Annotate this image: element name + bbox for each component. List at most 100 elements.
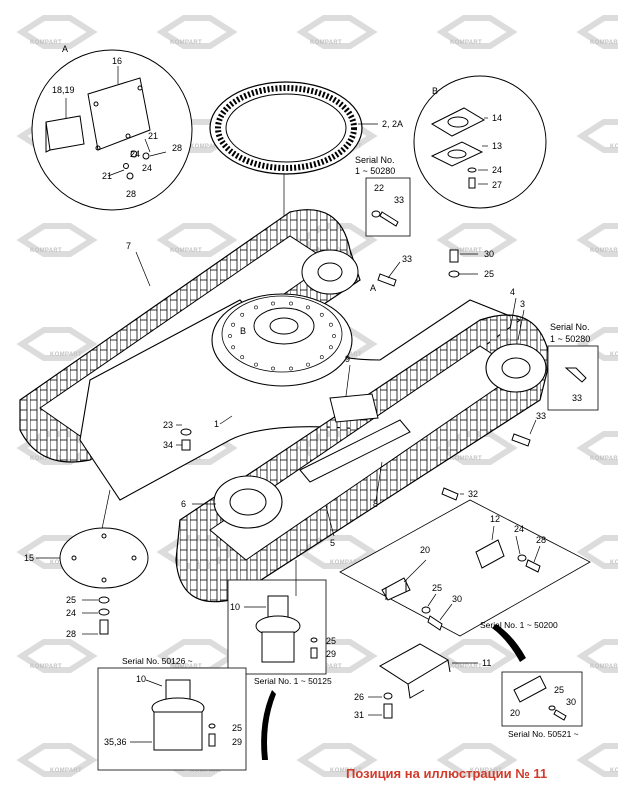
watermark-text: KOMPART bbox=[30, 664, 62, 670]
callout-26: 26 bbox=[354, 692, 364, 702]
watermark-text: KOMPART bbox=[170, 40, 202, 46]
callout-30-c: 30 bbox=[566, 697, 576, 707]
turntable-bolt-hole bbox=[328, 345, 333, 350]
turntable-bolt-hole bbox=[240, 312, 245, 317]
turntable-bolt-hole bbox=[254, 305, 258, 310]
callout-32: 32 bbox=[468, 489, 478, 499]
serial-note-top-line2: 1 ~ 50280 bbox=[355, 166, 395, 176]
callout-2-2a: 2, 2A bbox=[382, 119, 403, 129]
callout-25-a: 25 bbox=[484, 269, 494, 279]
watermark-text: KOMPART bbox=[470, 768, 502, 774]
callout-33-a: 33 bbox=[394, 195, 404, 205]
watermark-text: KOMPART bbox=[450, 664, 482, 670]
turntable-bolt-hole bbox=[306, 305, 310, 310]
watermark-text: KOMPART bbox=[610, 768, 618, 774]
callout-31: 31 bbox=[354, 710, 364, 720]
callout-20-a: 20 bbox=[420, 545, 430, 555]
watermark-text: KOMPART bbox=[30, 456, 62, 462]
callout-28-d: 28 bbox=[536, 535, 546, 545]
watermark-text: KOMPART bbox=[170, 248, 202, 254]
callout-3: 3 bbox=[520, 299, 525, 309]
detail-view-a: A bbox=[31, 44, 193, 211]
turntable-bolt-hole bbox=[319, 355, 324, 360]
callout-7: 7 bbox=[126, 241, 131, 251]
callout-22: 22 bbox=[374, 183, 384, 193]
callout-25-e: 25 bbox=[432, 583, 442, 593]
a-mark: A bbox=[370, 283, 376, 293]
callout-10-a: 10 bbox=[230, 602, 240, 612]
serial-note-50521: Serial No. 50521 ~ bbox=[508, 729, 579, 739]
callout-14: 14 bbox=[492, 113, 502, 123]
callout-24-a: 24 bbox=[130, 149, 140, 159]
callout-28-a: 28 bbox=[172, 143, 182, 153]
serial-box-top bbox=[365, 177, 411, 237]
callout-33-b: 33 bbox=[572, 393, 582, 403]
callout-28-c: 28 bbox=[66, 629, 76, 639]
bracket-group-50200 bbox=[339, 499, 591, 637]
watermark-text: KOMPART bbox=[170, 664, 202, 670]
callout-25-b: 25 bbox=[66, 595, 76, 605]
detail-view-b: B bbox=[413, 75, 547, 209]
watermark-text: KOMPART bbox=[50, 352, 82, 358]
callout-5: 5 bbox=[330, 538, 335, 548]
turntable-bolt-hole bbox=[306, 362, 310, 367]
callout-20-b: 20 bbox=[510, 708, 520, 718]
callout-29-b: 29 bbox=[232, 737, 242, 747]
callout-10-b: 10 bbox=[136, 674, 146, 684]
callout-1: 1 bbox=[214, 419, 219, 429]
turntable-bolt-hole bbox=[231, 322, 236, 327]
callout-33-d: 33 bbox=[536, 411, 546, 421]
cover-plate-15 bbox=[59, 527, 149, 635]
watermark-text: KOMPART bbox=[610, 144, 618, 150]
watermark-text: KOMPART bbox=[330, 560, 362, 566]
callout-21-left: 21 bbox=[102, 171, 112, 181]
callout-28-b: 28 bbox=[126, 189, 136, 199]
bracket-11 bbox=[368, 643, 478, 719]
watermark-text: KOMPART bbox=[450, 248, 482, 254]
swivel-joint-small bbox=[227, 560, 327, 675]
callout-27: 27 bbox=[492, 180, 502, 190]
callout-34: 34 bbox=[163, 440, 173, 450]
watermark-text: KOMPART bbox=[30, 248, 62, 254]
watermark-text: KOMPART bbox=[190, 144, 222, 150]
callout-9: 9 bbox=[345, 354, 350, 364]
watermark-text: KOMPART bbox=[610, 560, 618, 566]
watermark-text: KOMPART bbox=[450, 40, 482, 46]
turntable-bolt-hole bbox=[254, 362, 258, 367]
callout-23: 23 bbox=[163, 420, 173, 430]
callout-33-c: 33 bbox=[402, 254, 412, 264]
serial-note-50125: Serial No. 1 ~ 50125 bbox=[254, 676, 332, 686]
watermark-text: KOMPART bbox=[610, 352, 618, 358]
swing-bearing-ring bbox=[209, 81, 378, 290]
callout-35-36: 35,36 bbox=[104, 737, 127, 747]
callout-30-b: 30 bbox=[452, 594, 462, 604]
turntable-bolt-hole bbox=[228, 334, 232, 338]
callout-24-d: 24 bbox=[66, 608, 76, 618]
watermark-text: KOMPART bbox=[30, 40, 62, 46]
callout-24-b: 24 bbox=[142, 163, 152, 173]
callout-15: 15 bbox=[24, 553, 34, 563]
serial-box-50521 bbox=[501, 671, 583, 727]
callout-11: 11 bbox=[482, 658, 491, 668]
callout-8: 8 bbox=[373, 499, 378, 509]
watermark-text: KOMPART bbox=[590, 248, 618, 254]
swivel-joint-large bbox=[97, 667, 247, 771]
callout-4: 4 bbox=[510, 287, 515, 297]
b-mark: B bbox=[240, 326, 246, 336]
callout-24-e: 24 bbox=[514, 524, 524, 534]
illustration-caption: Позиция на иллюстрации № 11 bbox=[346, 766, 548, 781]
turntable-bolt-hole bbox=[271, 366, 275, 371]
callout-12: 12 bbox=[490, 514, 500, 524]
watermark-text: KOMPART bbox=[590, 664, 618, 670]
detail-a-letter: A bbox=[62, 44, 68, 54]
serial-note-right-line1: Serial No. bbox=[550, 322, 590, 332]
callout-29-a: 29 bbox=[326, 649, 336, 659]
turntable-bolt-hole bbox=[319, 312, 324, 317]
detail-b-letter: B bbox=[432, 86, 438, 96]
serial-note-50200: Serial No. 1 ~ 50200 bbox=[480, 620, 558, 630]
callout-21-right: 21 bbox=[148, 131, 158, 141]
watermark-text: KOMPART bbox=[190, 768, 222, 774]
watermark-text: KOMPART bbox=[450, 456, 482, 462]
watermark-text: KOMPART bbox=[310, 40, 342, 46]
serial-note-top-line1: Serial No. bbox=[355, 155, 395, 165]
